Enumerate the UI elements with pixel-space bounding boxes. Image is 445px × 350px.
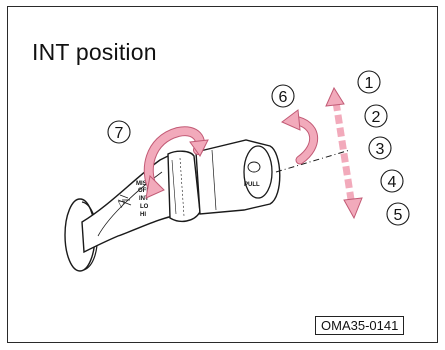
callout-1: 1 <box>357 70 381 94</box>
figure-title: INT position <box>32 39 157 65</box>
washer-icon: ▽ <box>118 200 125 210</box>
pull-arrow <box>281 109 319 165</box>
stalk-knob: PULL <box>195 139 281 215</box>
position-arrow <box>325 86 363 220</box>
svg-text:2: 2 <box>372 109 381 126</box>
label-int: INT <box>139 196 149 202</box>
svg-text:6: 6 <box>279 89 288 106</box>
stalk-body <box>81 154 179 254</box>
callout-4: 4 <box>380 169 404 193</box>
svg-text:1: 1 <box>365 75 374 92</box>
callout-7: 7 <box>107 120 131 144</box>
callout-3: 3 <box>368 136 392 160</box>
figure-code: OMA35-0141 <box>315 316 405 335</box>
label-off: OFF <box>138 188 150 194</box>
svg-text:4: 4 <box>388 174 397 191</box>
stalk-position-labels: MIST OFF INT LO HI ▽ <box>118 181 151 218</box>
label-lo: LO <box>140 204 149 210</box>
callout-2: 2 <box>364 104 388 128</box>
ring-rotation-arrow <box>143 126 209 199</box>
callout-5: 5 <box>386 202 410 226</box>
label-pull: PULL <box>244 182 260 188</box>
svg-text:3: 3 <box>376 141 385 158</box>
label-hi: HI <box>140 212 146 218</box>
svg-text:5: 5 <box>394 207 403 224</box>
callout-6: 6 <box>271 84 295 108</box>
int-ring <box>167 150 201 223</box>
label-mist: MIST <box>136 181 151 187</box>
svg-text:7: 7 <box>115 125 124 142</box>
